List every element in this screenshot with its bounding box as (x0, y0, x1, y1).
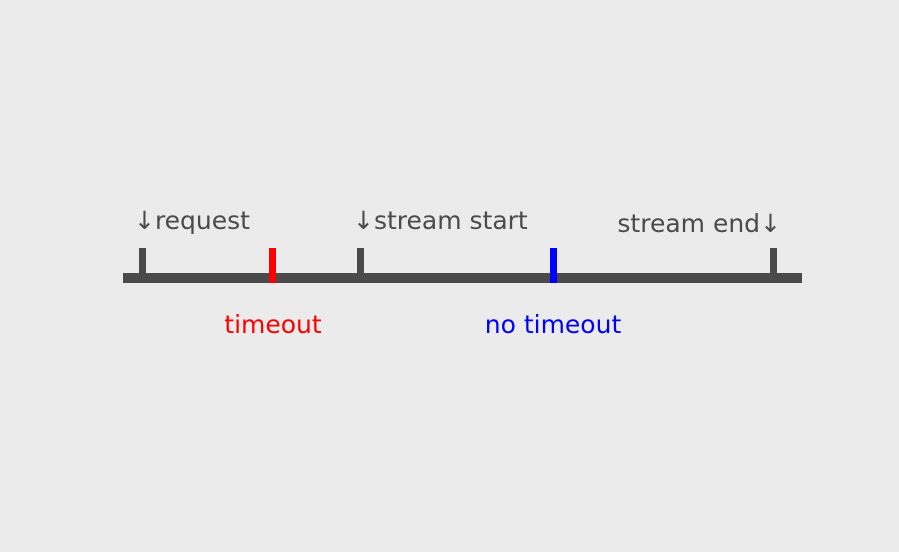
request-tick (139, 248, 146, 283)
timeout-label: timeout (224, 310, 322, 339)
request-label: ↓request (134, 206, 250, 235)
stream-end-label: stream end↓ (617, 209, 781, 238)
timeout-tick (269, 248, 276, 283)
no-timeout-tick (550, 248, 557, 283)
stream-end-tick (770, 248, 777, 283)
stream-start-tick (357, 248, 364, 283)
stream-start-label: ↓stream start (353, 206, 528, 235)
no-timeout-label: no timeout (484, 310, 622, 339)
timeline-axis (123, 273, 802, 283)
